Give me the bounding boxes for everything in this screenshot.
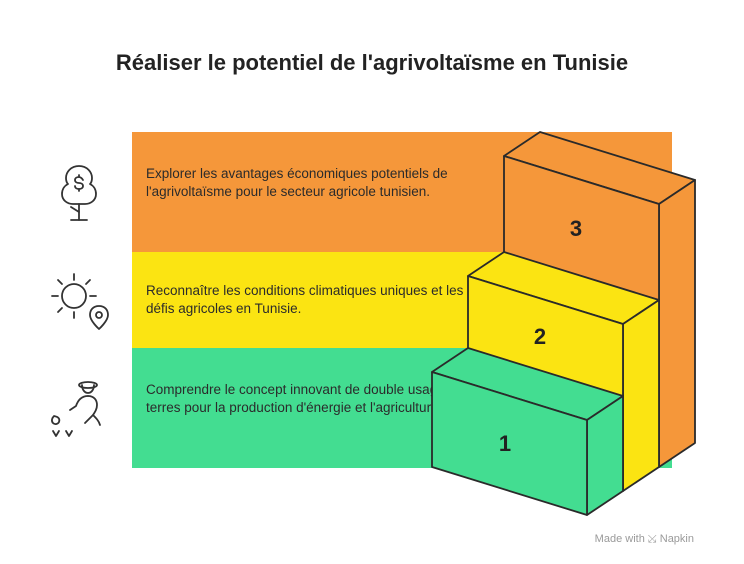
farmer-planting-icon: [51, 381, 101, 437]
step-1-number: 1: [499, 431, 511, 456]
step-1-text: Comprendre le concept innovant de double…: [146, 382, 471, 415]
page-title: Réaliser le potentiel de l'agrivoltaïsme…: [115, 50, 629, 75]
money-plant-icon: [61, 165, 97, 221]
footer-credit: Made with ⤩ Napkin: [595, 533, 694, 546]
step-2-side: [622, 299, 660, 492]
step-3-number: 3: [570, 216, 582, 241]
step-2-number: 2: [534, 324, 546, 349]
brand-name: Napkin: [659, 533, 694, 545]
step-3-side: [658, 179, 696, 468]
step-3-text: Explorer les avantages économiques poten…: [146, 166, 448, 199]
sun-location-icon: [51, 273, 109, 330]
step-2-text: Reconnaître les conditions climatiques u…: [146, 283, 464, 316]
made-with-label: Made with: [594, 533, 645, 545]
napkin-logo-icon: ⤩: [647, 533, 657, 545]
step-1-front: [431, 371, 588, 516]
